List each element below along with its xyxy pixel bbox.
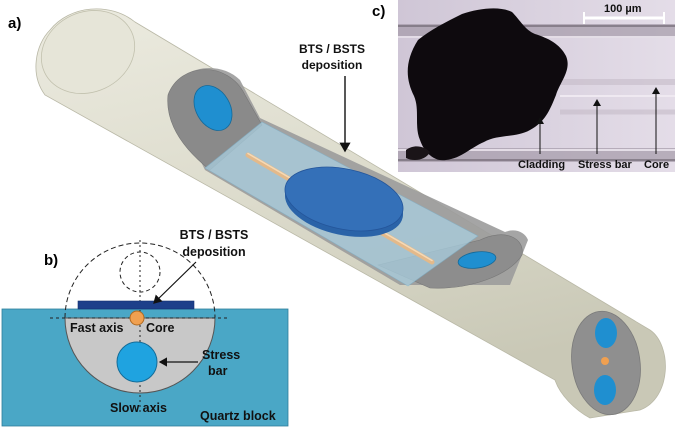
film-blob <box>407 8 568 161</box>
film-debris <box>406 146 430 160</box>
stress-bar-micro-label: Stress bar <box>578 159 633 171</box>
stress-bar-label-line1: Stress <box>202 348 240 362</box>
fiber-outline-dashed <box>64 242 216 319</box>
panel-b-label: b) <box>44 252 58 269</box>
slow-axis-label: Slow axis <box>110 401 167 415</box>
panel-a-deposition-line1: BTS / BSTS <box>299 42 365 56</box>
panel-c-label: c) <box>372 3 385 20</box>
panel-b-deposition-arrow <box>153 261 197 304</box>
fiber-3d-view <box>35 8 666 419</box>
right-end-core <box>601 357 609 365</box>
panel-a-deposition-line2: deposition <box>302 58 363 72</box>
cladding-label: Cladding <box>518 159 565 171</box>
deposited-film-bar <box>77 300 195 310</box>
core-micro-label: Core <box>644 159 669 171</box>
right-stress-rod-section <box>457 251 497 269</box>
core-label: Core <box>146 321 175 335</box>
microscope-image <box>398 0 675 172</box>
panel-b-deposition-line1: BTS / BSTS <box>180 228 249 242</box>
fiber-left-end <box>40 10 136 94</box>
cross-section-view <box>1 240 289 427</box>
core-circle <box>129 310 145 326</box>
quartz-block-label: Quartz block <box>200 409 276 423</box>
right-end-stress-rod-bottom <box>594 375 616 405</box>
left-stress-rod-section <box>193 85 233 131</box>
panel-a-label: a) <box>8 15 21 32</box>
right-end-stress-rod-top <box>595 318 617 348</box>
fast-axis-label: Fast axis <box>70 321 124 335</box>
stress-bar-label-line2: bar <box>208 364 228 378</box>
scale-bar-label: 100 µm <box>604 3 642 15</box>
stress-bar-circle <box>116 341 158 383</box>
panel-b-deposition-line2: deposition <box>182 245 245 259</box>
deposited-film-top <box>284 166 404 232</box>
